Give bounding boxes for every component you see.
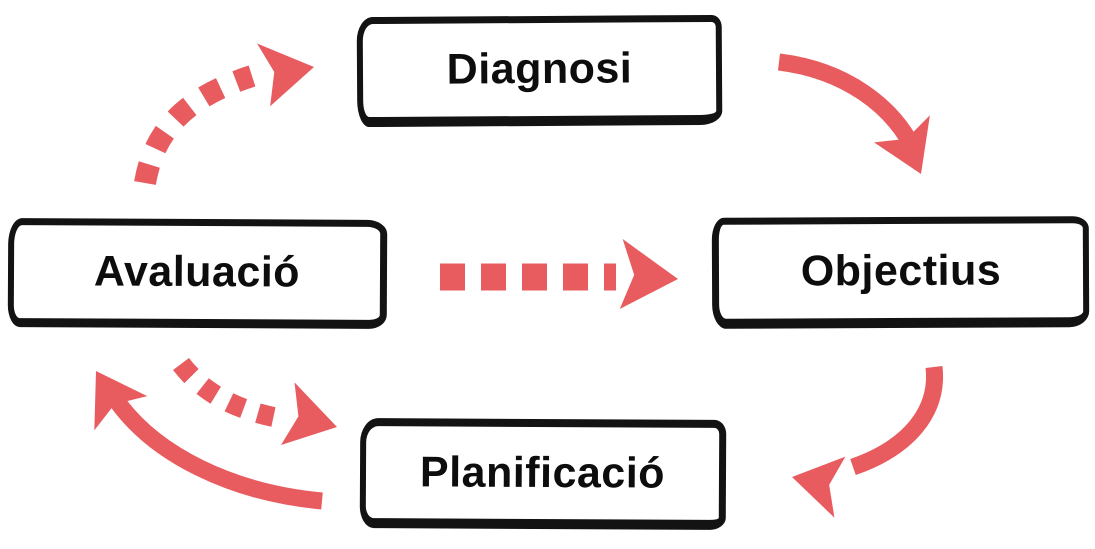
node-objectius-label: Objectius: [800, 246, 1002, 295]
node-planificacio: Planificació: [359, 418, 727, 530]
arrow-objectius-to-planificacio: [792, 366, 944, 518]
arrow-planificacio-to-avaluacio: [94, 371, 323, 510]
arrowhead-icon: [792, 456, 846, 518]
arrow-avaluacio-to-planificacio: [173, 357, 337, 445]
node-avaluacio-label: Avaluació: [93, 247, 301, 297]
arrow-avaluacio-to-diagnosi: [134, 43, 314, 186]
arrow-diagnosi-to-objectius: [777, 53, 930, 174]
arrowhead-icon: [619, 239, 678, 310]
arrow-avaluacio-to-objectius: [440, 239, 678, 310]
node-avaluacio: Avaluació: [7, 218, 388, 329]
arrowhead-icon: [257, 43, 314, 107]
arrowhead-icon: [94, 371, 148, 431]
node-planificacio-label: Planificació: [419, 447, 666, 498]
node-diagnosi: Diagnosi: [356, 14, 723, 128]
arrowhead-icon: [280, 382, 337, 445]
node-objectius: Objectius: [711, 216, 1090, 329]
node-diagnosi-label: Diagnosi: [446, 44, 633, 94]
arrowhead-icon: [874, 115, 930, 174]
